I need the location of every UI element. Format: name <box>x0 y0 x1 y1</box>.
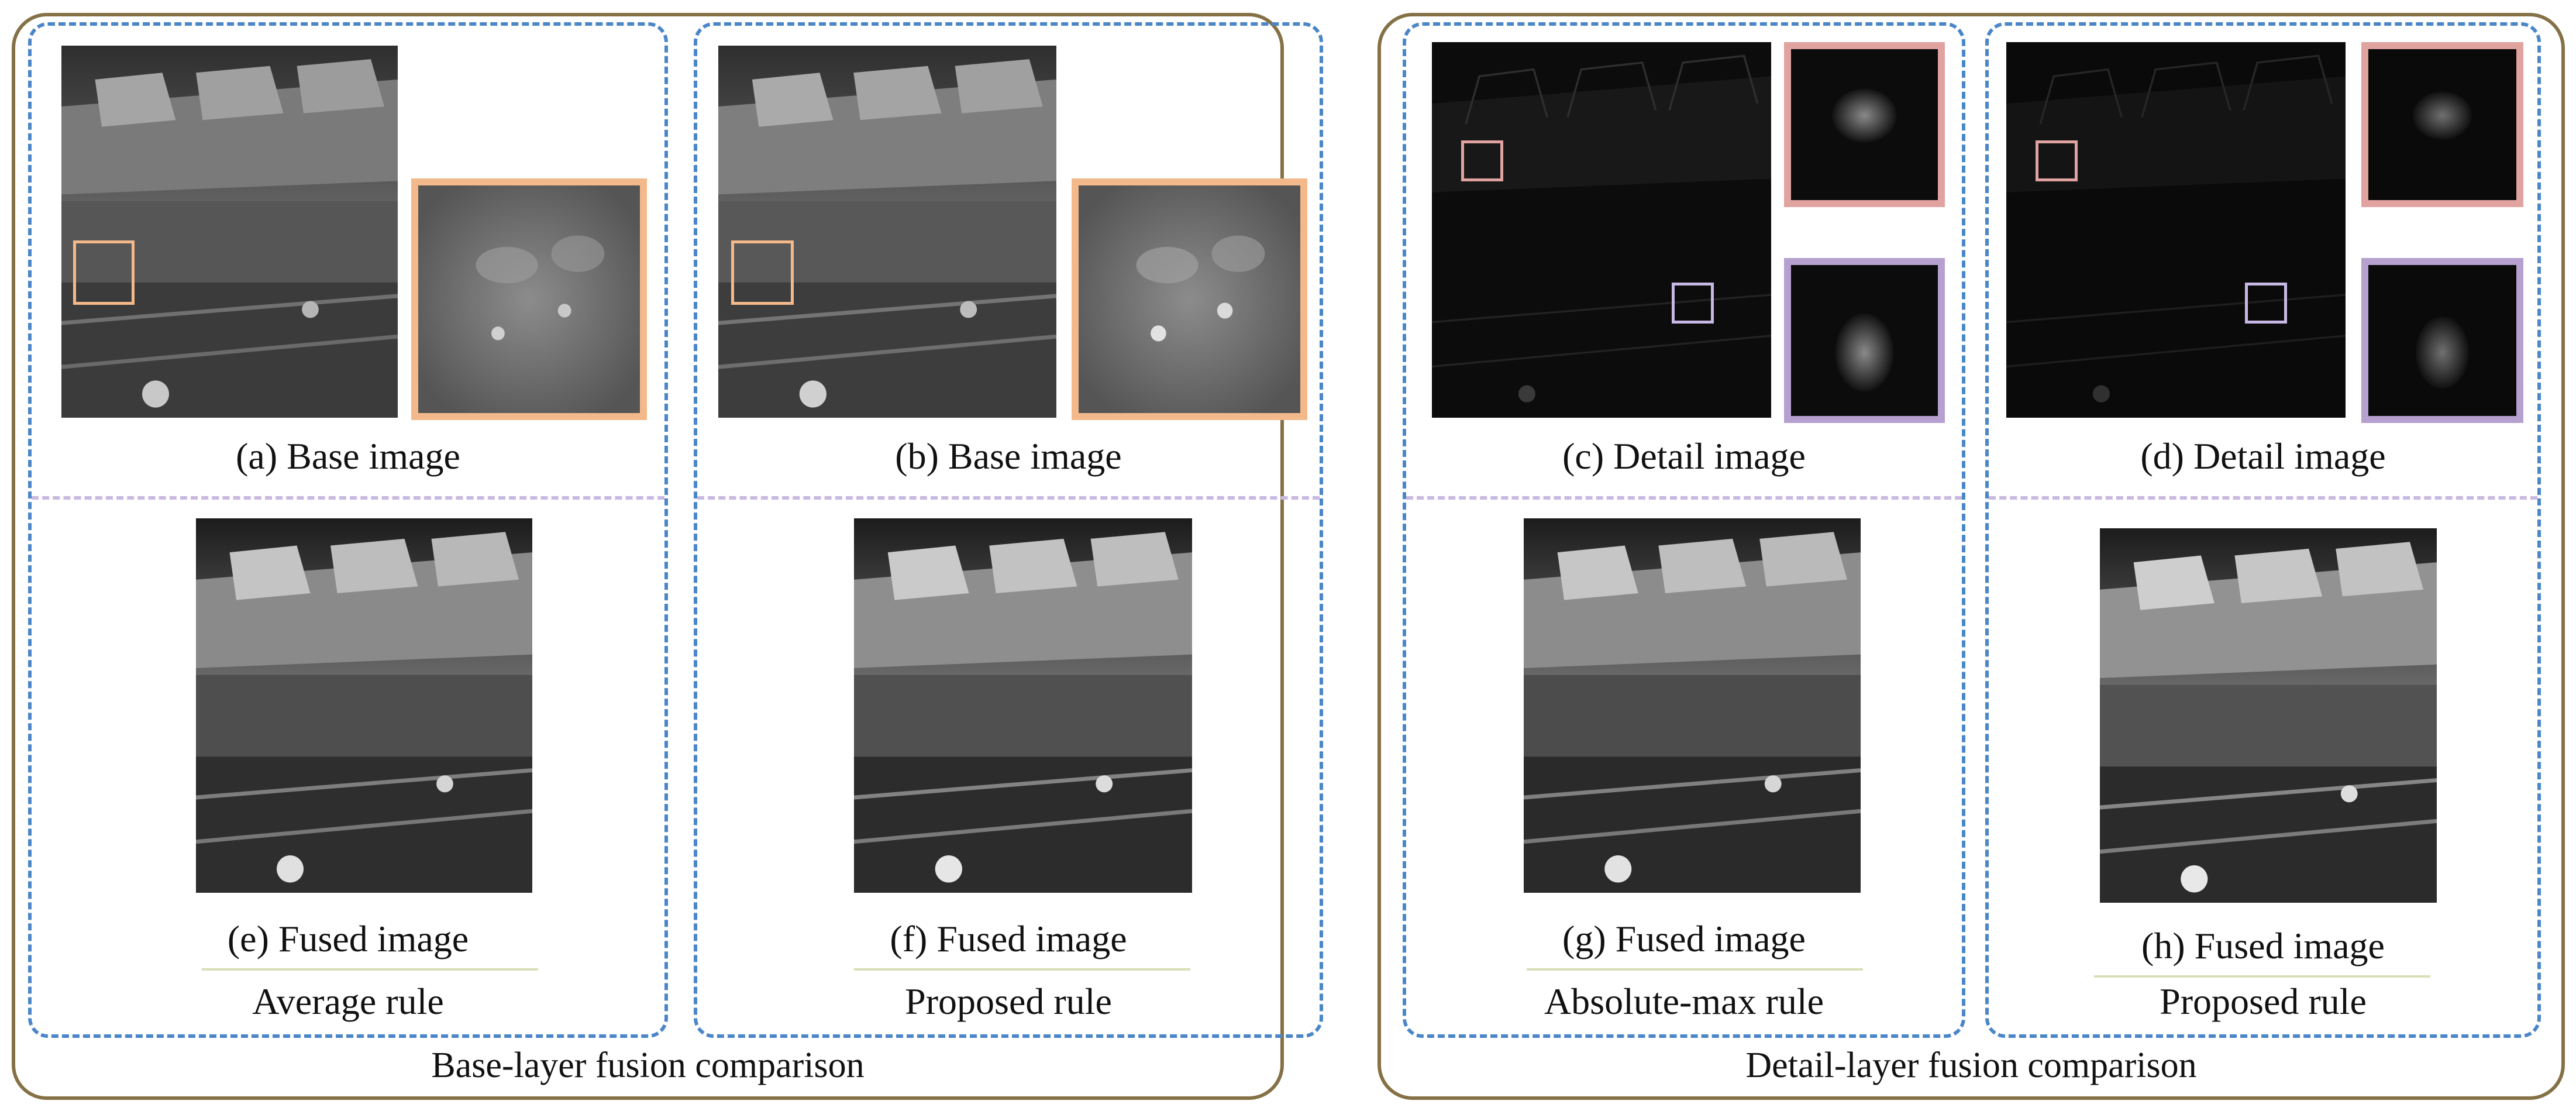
fused-image-h <box>2100 528 2437 903</box>
detail-layer-group-title: Detail-layer fusion comparison <box>1745 1045 2197 1085</box>
zoom-patch-d1 <box>2361 42 2523 207</box>
rule-underline <box>1527 968 1863 971</box>
zoom-patch-b <box>1072 178 1307 420</box>
fused-image-e <box>196 518 532 893</box>
detail-layer-group <box>1377 13 2565 1100</box>
caption-g: (g) Fused image <box>1562 918 1806 959</box>
cell-proposed-rule-detail <box>1985 22 2541 1038</box>
caption-b: (b) Base image <box>895 435 1122 477</box>
roi-marker-a <box>73 240 135 305</box>
detail-image-c <box>1432 42 1771 418</box>
rule-underline <box>2094 975 2430 978</box>
zoom-patch-d2 <box>2361 258 2523 423</box>
rule-label-f: Proposed rule <box>905 981 1112 1022</box>
base-image-b <box>718 46 1056 418</box>
roi-marker-d1 <box>2036 140 2078 181</box>
rule-underline <box>202 968 538 971</box>
rule-underline <box>854 968 1190 971</box>
caption-a: (a) Base image <box>236 435 460 477</box>
caption-c: (c) Detail image <box>1562 435 1806 477</box>
rule-label-e: Average rule <box>252 981 444 1022</box>
separator <box>1406 496 1962 500</box>
roi-marker-c2 <box>1672 283 1714 324</box>
base-layer-group-title: Base-layer fusion comparison <box>431 1045 865 1085</box>
base-image-a <box>61 46 398 418</box>
roi-marker-b <box>731 240 794 305</box>
detail-image-d <box>2006 42 2346 418</box>
caption-f: (f) Fused image <box>890 918 1127 959</box>
fused-image-g <box>1524 518 1861 893</box>
caption-e: (e) Fused image <box>227 918 469 959</box>
fused-image-f <box>854 518 1192 893</box>
base-layer-group <box>12 13 1284 1100</box>
zoom-patch-c1 <box>1784 42 1945 207</box>
rule-label-g: Absolute-max rule <box>1544 981 1824 1022</box>
caption-d: (d) Detail image <box>2140 435 2386 477</box>
zoom-patch-c2 <box>1784 258 1945 423</box>
roi-marker-d2 <box>2245 283 2287 324</box>
cell-proposed-rule <box>694 22 1323 1038</box>
roi-marker-c1 <box>1461 140 1503 181</box>
zoom-patch-a <box>411 178 647 420</box>
separator <box>1989 496 2537 500</box>
cell-average-rule <box>28 22 668 1038</box>
separator <box>32 496 664 500</box>
rule-label-h: Proposed rule <box>2160 981 2367 1022</box>
separator <box>697 496 1320 500</box>
caption-h: (h) Fused image <box>2141 925 2385 966</box>
cell-absolute-max-rule <box>1403 22 1965 1038</box>
